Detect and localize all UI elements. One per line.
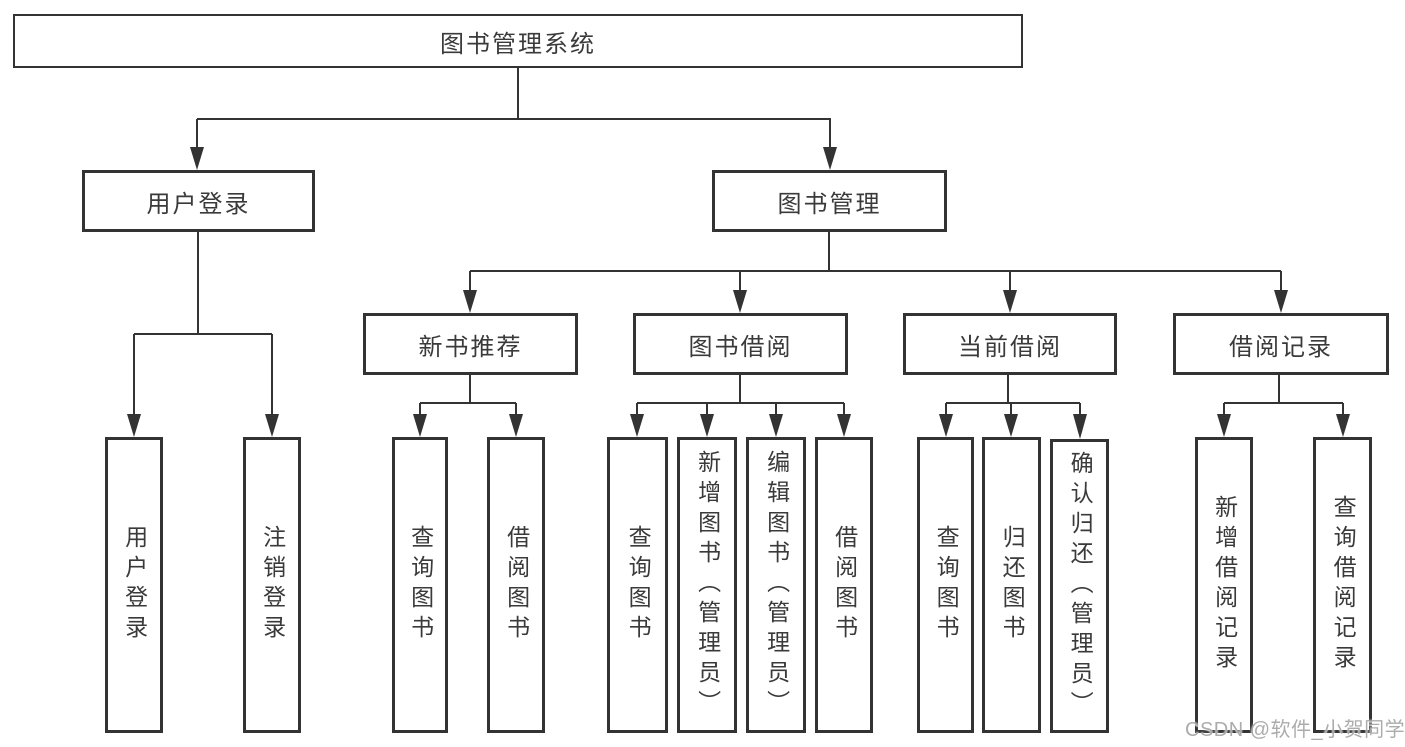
- arrow-head: [463, 290, 477, 313]
- arrow-head: [190, 147, 204, 170]
- leaf-edit-book-admin: 编辑图书（管理员）: [746, 437, 806, 733]
- arrow-head: [413, 414, 427, 437]
- leaf-add-book-admin: 新增图书（管理员）: [677, 437, 737, 733]
- leaf-query-borrow-record: 查询借阅记录: [1313, 437, 1372, 733]
- leaf-label: 确认归还（管理员）: [1067, 451, 1094, 721]
- node-book-borrow: 图书借阅: [633, 313, 848, 375]
- arrow-head: [630, 414, 644, 437]
- leaf-label: 编辑图书（管理员）: [763, 450, 790, 720]
- leaf-label: 查询图书: [625, 525, 652, 645]
- arrow-head: [1004, 414, 1018, 437]
- node-label: 图书管理系统: [440, 30, 596, 58]
- leaf-add-borrow-record: 新增借阅记录: [1195, 437, 1253, 733]
- node-root-system: 图书管理系统: [13, 14, 1023, 68]
- arrow-head: [837, 414, 851, 437]
- csdn-watermark: CSDN @软件_小贺同学: [1185, 719, 1405, 741]
- leaf-query-books: 查询图书: [392, 437, 448, 733]
- leaf-label: 新增借阅记录: [1211, 495, 1238, 675]
- arrow-head: [769, 414, 783, 437]
- leaf-query-books-3: 查询图书: [917, 437, 974, 733]
- arrow-head: [127, 414, 141, 437]
- leaf-label: 注销登录: [259, 525, 286, 645]
- node-label: 图书管理: [777, 190, 882, 218]
- leaf-return-books: 归还图书: [982, 437, 1041, 733]
- arrow-head: [509, 414, 523, 437]
- node-user-login: 用户登录: [82, 170, 315, 232]
- leaf-label: 借阅图书: [503, 525, 530, 645]
- arrow-head: [823, 147, 837, 170]
- leaf-label: 用户登录: [121, 525, 148, 645]
- node-current-borrow: 当前借阅: [903, 313, 1117, 375]
- leaf-label: 查询图书: [407, 525, 434, 645]
- arrow-head: [1003, 290, 1017, 313]
- leaf-label: 查询借阅记录: [1330, 495, 1357, 675]
- arrow-head: [733, 290, 747, 313]
- leaf-label: 借阅图书: [831, 525, 858, 645]
- node-label: 当前借阅: [958, 333, 1062, 361]
- node-label: 图书借阅: [688, 333, 793, 361]
- arrow-head: [1217, 414, 1231, 437]
- leaf-confirm-return-admin: 确认归还（管理员）: [1050, 439, 1109, 733]
- leaf-label: 新增图书（管理员）: [694, 450, 721, 720]
- node-new-book-recommend: 新书推荐: [363, 313, 578, 375]
- leaf-label: 归还图书: [999, 525, 1026, 645]
- node-label: 新书推荐: [418, 333, 523, 361]
- arrow-head: [700, 414, 714, 437]
- node-label: 借阅记录: [1229, 333, 1333, 361]
- arrow-head: [1073, 414, 1087, 439]
- node-borrow-records: 借阅记录: [1173, 313, 1389, 375]
- leaf-borrow-books: 借阅图书: [487, 437, 545, 733]
- node-book-management: 图书管理: [712, 170, 947, 232]
- node-label: 用户登录: [146, 190, 251, 218]
- leaf-query-books-2: 查询图书: [607, 437, 668, 733]
- leaf-label: 查询图书: [933, 525, 960, 645]
- arrow-head: [1336, 414, 1350, 437]
- leaf-user-login: 用户登录: [105, 437, 163, 733]
- leaf-logout: 注销登录: [243, 437, 301, 733]
- leaf-borrow-books-2: 借阅图书: [815, 437, 873, 733]
- arrow-head: [265, 414, 279, 437]
- arrow-head: [1274, 290, 1288, 313]
- arrow-head: [939, 414, 953, 437]
